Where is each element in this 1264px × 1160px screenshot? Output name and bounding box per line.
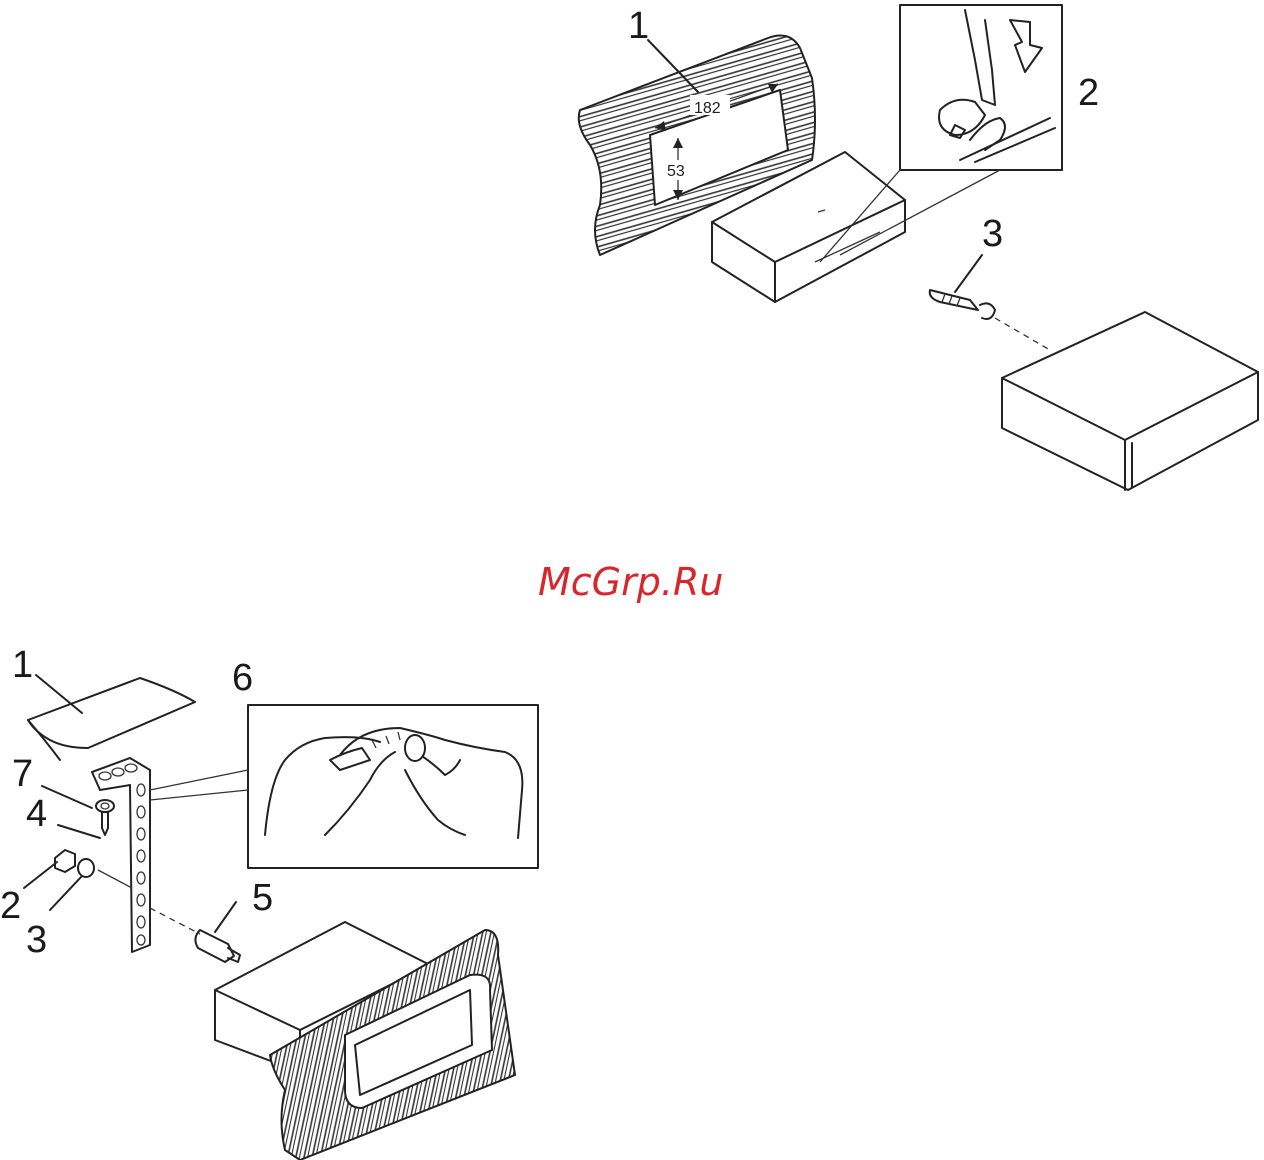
- head-unit: [1002, 312, 1258, 490]
- callout-7: 7: [12, 753, 33, 795]
- callout-6: 6: [232, 657, 253, 699]
- spring-washer: [78, 859, 94, 877]
- metal-strap: [92, 758, 150, 952]
- watermark: McGrp.Ru: [538, 560, 723, 604]
- callout-2: 2: [0, 885, 21, 927]
- washer: [96, 800, 114, 812]
- callout-2: 2: [1078, 72, 1099, 114]
- inset-strap-bending: [150, 705, 538, 868]
- mounting-bolt: [930, 290, 1050, 350]
- top-assembly: 182 53: [579, 5, 1258, 490]
- head-unit-installed: [215, 922, 515, 1160]
- dimension-height: 53: [667, 163, 685, 180]
- callout-1: 1: [628, 5, 649, 47]
- bottom-assembly: 1 6 7 4 2 3 5: [0, 644, 538, 1160]
- dimension-width: 182: [694, 100, 721, 117]
- callout-4: 4: [26, 793, 47, 835]
- callout-5: 5: [252, 877, 273, 919]
- callout-3: 3: [982, 213, 1003, 255]
- callout-1: 1: [12, 644, 33, 686]
- nut: [55, 850, 75, 872]
- callout-3: 3: [26, 919, 47, 961]
- screw: [102, 812, 108, 835]
